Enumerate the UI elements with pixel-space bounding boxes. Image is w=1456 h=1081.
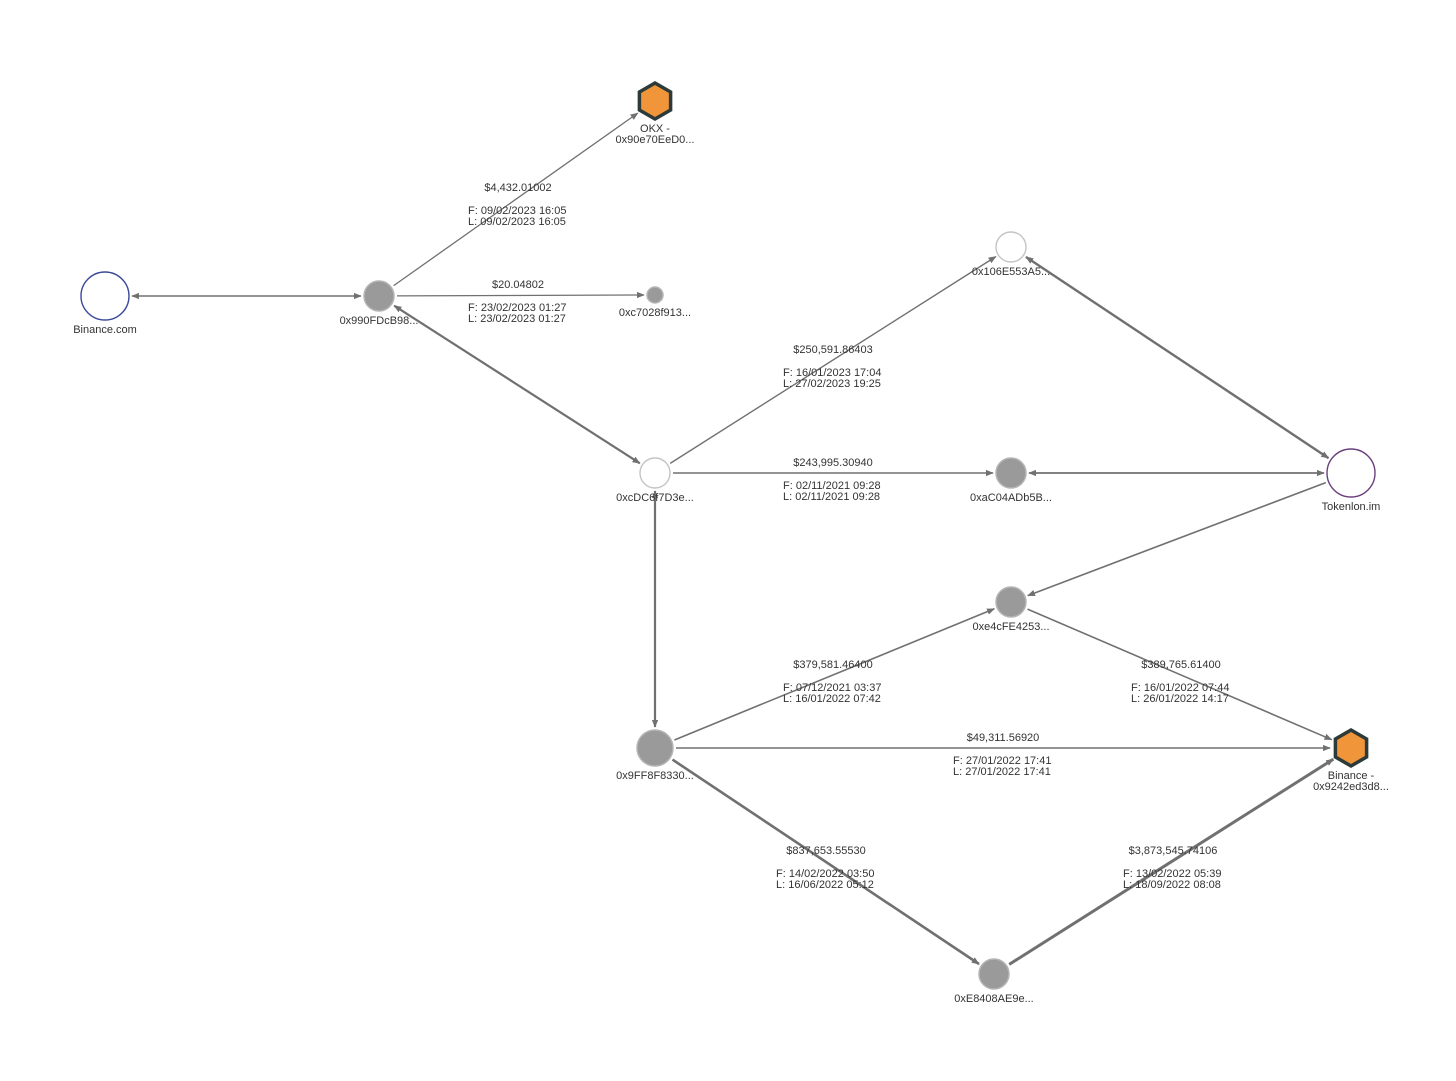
nodes-layer: Binance.com 0x990FDcB98... OKX -0x90e70EeD… bbox=[73, 80, 1389, 1005]
entity-ring-node[interactable] bbox=[1326, 448, 1376, 498]
edge-last-seen-label: L: 16/01/2022 07:42 bbox=[783, 693, 881, 705]
edge-label-group: $243,995.30940 F: 02/11/2021 09:28L: 02/1… bbox=[783, 457, 881, 503]
edge-labels-layer: $4,432.01002 F: 09/02/2023 16:05L: 09/02/… bbox=[468, 182, 1229, 891]
edge-first-seen-label: F: 02/11/2021 09:28 bbox=[783, 480, 881, 492]
address-node-filled[interactable] bbox=[995, 457, 1027, 489]
node-binance_hex[interactable]: Binance -0x9242ed3d8... bbox=[1313, 727, 1389, 793]
edge-amount-label: $379,581.46400 bbox=[793, 659, 873, 671]
node-n990[interactable]: 0x990FDcB98... bbox=[340, 280, 419, 327]
node-okx[interactable]: OKX -0x90e70EeD0... bbox=[616, 80, 695, 146]
node-label: 0xaC04ADb5B... bbox=[970, 492, 1052, 504]
edge-last-seen-label: L: 16/06/2022 05:12 bbox=[776, 879, 874, 891]
edge-last-seen-label: L: 02/11/2021 09:28 bbox=[783, 491, 880, 503]
edge-first-seen-label: F: 16/01/2022 07:44 bbox=[1131, 682, 1229, 694]
edge-last-seen-label: L: 27/01/2022 17:41 bbox=[953, 766, 1051, 778]
edge-n990-to-ndc6[interactable] bbox=[393, 304, 641, 465]
address-node-unfilled[interactable] bbox=[995, 231, 1027, 263]
node-label: 0xcDC6f7D3e... bbox=[616, 492, 694, 504]
edge-last-seen-label: L: 27/02/2023 19:25 bbox=[783, 378, 881, 390]
node-ne84[interactable]: 0xE8408AE9e... bbox=[954, 958, 1034, 1005]
node-n106[interactable]: 0x106E553A5... bbox=[972, 231, 1050, 278]
node-label: 0x9242ed3d8... bbox=[1313, 781, 1389, 793]
edge-last-seen-label: L: 23/02/2023 01:27 bbox=[468, 313, 566, 325]
edge-amount-label: $243,995.30940 bbox=[793, 457, 873, 469]
address-node-filled[interactable] bbox=[363, 280, 395, 312]
node-label: 0xe4cFE4253... bbox=[972, 621, 1049, 633]
edge-n9ff-to-ne4c[interactable] bbox=[674, 608, 996, 741]
edge-last-seen-label: L: 18/09/2022 08:08 bbox=[1123, 879, 1221, 891]
edge-first-seen-label: F: 23/02/2023 01:27 bbox=[468, 302, 566, 314]
edge-n9ff-to-ne84[interactable] bbox=[671, 758, 980, 966]
edge-amount-label: $250,591.86403 bbox=[793, 344, 873, 356]
edge-first-seen-label: F: 14/02/2022 03:50 bbox=[776, 868, 874, 880]
edge-amount-label: $837,653.55530 bbox=[786, 845, 866, 857]
edge-amount-label: $20.04802 bbox=[492, 279, 544, 291]
edge-label-group: $49,311.56920 F: 27/01/2022 17:41L: 27/01… bbox=[953, 732, 1051, 778]
node-ndc6[interactable]: 0xcDC6f7D3e... bbox=[616, 457, 694, 504]
edge-amount-label: $4,432.01002 bbox=[484, 182, 551, 194]
node-label: 0x990FDcB98... bbox=[340, 315, 419, 327]
address-node-filled[interactable] bbox=[636, 729, 674, 767]
node-ne4c[interactable]: 0xe4cFE4253... bbox=[972, 586, 1050, 633]
edge-label-group: $3,873,545.74106 F: 13/02/2022 05:39L: 18… bbox=[1123, 845, 1221, 891]
entity-ring-node[interactable] bbox=[80, 271, 130, 321]
node-n9ff[interactable]: 0x9FF8F8330... bbox=[616, 729, 694, 782]
node-label: Binance.com bbox=[73, 324, 137, 336]
node-label: 0xE8408AE9e... bbox=[954, 993, 1034, 1005]
edge-ndc6-to-n106[interactable] bbox=[669, 256, 997, 464]
edge-last-seen-label: L: 26/01/2022 14:17 bbox=[1131, 693, 1229, 705]
node-label: Binance - bbox=[1328, 770, 1375, 782]
node-label: OKX - bbox=[640, 123, 670, 135]
edge-first-seen-label: F: 07/12/2021 03:37 bbox=[783, 682, 881, 694]
exchange-hexagon-icon[interactable] bbox=[1333, 727, 1369, 769]
edge-first-seen-label: F: 16/01/2023 17:04 bbox=[783, 367, 881, 379]
edge-label-group: $389,765.61400 F: 16/01/2022 07:44L: 26/0… bbox=[1131, 659, 1229, 705]
edge-label-group: $379,581.46400 F: 07/12/2021 03:37L: 16/0… bbox=[783, 659, 881, 705]
edge-amount-label: $49,311.56920 bbox=[967, 732, 1040, 744]
edge-label-group: $250,591.86403 F: 16/01/2023 17:04L: 27/0… bbox=[783, 344, 881, 390]
edge-n106-to-tokenlon[interactable] bbox=[1025, 256, 1330, 460]
node-label: 0xc7028f913... bbox=[619, 307, 691, 319]
node-label: Tokenlon.im bbox=[1322, 501, 1381, 513]
address-node-filled[interactable] bbox=[978, 958, 1010, 990]
node-label: 0x90e70EeD0... bbox=[616, 134, 695, 146]
edge-ne4c-to-binance_hex[interactable] bbox=[1027, 608, 1333, 741]
edge-n990-to-okx[interactable] bbox=[393, 112, 639, 287]
edge-n990-to-nc70[interactable] bbox=[396, 291, 645, 299]
address-node-filled[interactable] bbox=[995, 586, 1027, 618]
edge-amount-label: $3,873,545.74106 bbox=[1129, 845, 1218, 857]
edge-ne84-to-binance_hex[interactable] bbox=[1008, 757, 1335, 966]
node-binance_com[interactable]: Binance.com bbox=[73, 271, 137, 336]
edge-first-seen-label: F: 13/02/2022 05:39 bbox=[1123, 868, 1221, 880]
address-node-filled[interactable] bbox=[646, 286, 664, 304]
edge-last-seen-label: L: 09/02/2023 16:05 bbox=[468, 216, 566, 228]
node-label: 0x9FF8F8330... bbox=[616, 770, 694, 782]
node-tokenlon[interactable]: Tokenlon.im bbox=[1322, 448, 1381, 513]
edge-label-group: $4,432.01002 F: 09/02/2023 16:05L: 09/02/… bbox=[468, 182, 566, 228]
node-nac0[interactable]: 0xaC04ADb5B... bbox=[970, 457, 1052, 504]
edges-layer bbox=[131, 112, 1335, 966]
edge-amount-label: $389,765.61400 bbox=[1141, 659, 1221, 671]
edge-first-seen-label: F: 09/02/2023 16:05 bbox=[468, 205, 566, 217]
exchange-hexagon-icon[interactable] bbox=[637, 80, 673, 122]
edge-label-group: $837,653.55530 F: 14/02/2022 03:50L: 16/0… bbox=[776, 845, 874, 891]
edge-tokenlon-to-ne4c[interactable] bbox=[1027, 481, 1327, 597]
address-node-unfilled[interactable] bbox=[639, 457, 671, 489]
edge-label-group: $20.04802 F: 23/02/2023 01:27L: 23/02/202… bbox=[468, 279, 566, 325]
node-label: 0x106E553A5... bbox=[972, 266, 1050, 278]
node-nc70[interactable]: 0xc7028f913... bbox=[619, 286, 691, 319]
edge-first-seen-label: F: 27/01/2022 17:41 bbox=[953, 755, 1051, 767]
